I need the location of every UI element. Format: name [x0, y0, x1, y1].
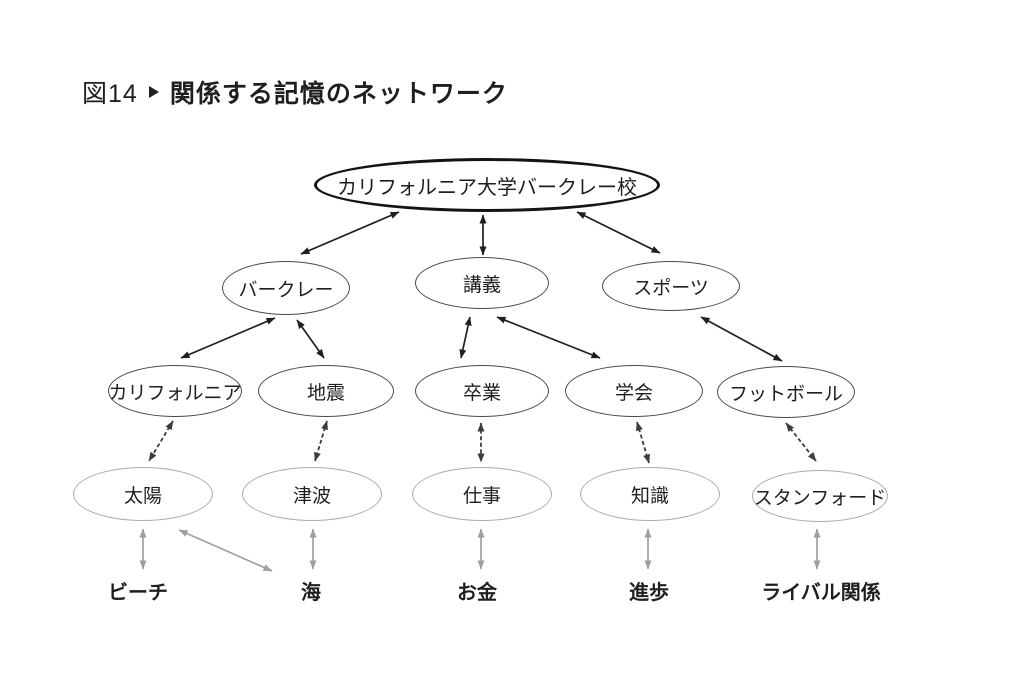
label-sea: 海: [301, 582, 321, 604]
label-rivalry: ライバル関係: [761, 582, 881, 604]
node-graduation: 卒業: [415, 365, 549, 417]
figure-number-label: 図14: [82, 80, 138, 108]
edge-root-berkeley: [300, 211, 400, 255]
edge-sports-football: [700, 316, 783, 362]
edge-conference-knowledge: [636, 421, 650, 464]
figure-title-row: 図14 関係する記憶のネットワーク: [82, 74, 508, 110]
edge-root-sports: [576, 211, 661, 254]
edge-california-sun: [148, 420, 174, 462]
edge-earthquake-tsunami: [314, 420, 328, 462]
edge-football-stanford: [785, 422, 817, 462]
edge-lecture-graduation: [459, 316, 472, 359]
node-sports: スポーツ: [602, 261, 740, 311]
label-money: お金: [457, 582, 497, 604]
figure-title: 関係する記憶のネットワーク: [169, 80, 508, 108]
node-football: フットボール: [717, 366, 855, 418]
node-conference: 学会: [565, 365, 703, 417]
node-earthquake: 地震: [258, 365, 394, 417]
label-progress: 進歩: [629, 582, 669, 604]
node-knowledge: 知識: [580, 467, 720, 521]
node-sun: 太陽: [73, 467, 213, 521]
edge-lecture-conference: [496, 316, 601, 359]
node-tsunami: 津波: [242, 467, 382, 521]
node-stanford: スタンフォード: [752, 470, 888, 522]
node-berkeley: バークレー: [222, 261, 350, 315]
edge-sun-sea: [178, 529, 273, 572]
label-beach: ビーチ: [108, 582, 168, 604]
edge-berkeley-california: [180, 317, 276, 359]
node-lecture: 講義: [415, 257, 549, 309]
node-uc-berkeley: カリフォルニア大学バークレー校: [314, 158, 660, 212]
node-work: 仕事: [412, 467, 552, 521]
right-triangle-icon: [148, 86, 159, 98]
edge-berkeley-earthquake: [296, 319, 325, 359]
node-california: カリフォルニア: [108, 365, 242, 417]
